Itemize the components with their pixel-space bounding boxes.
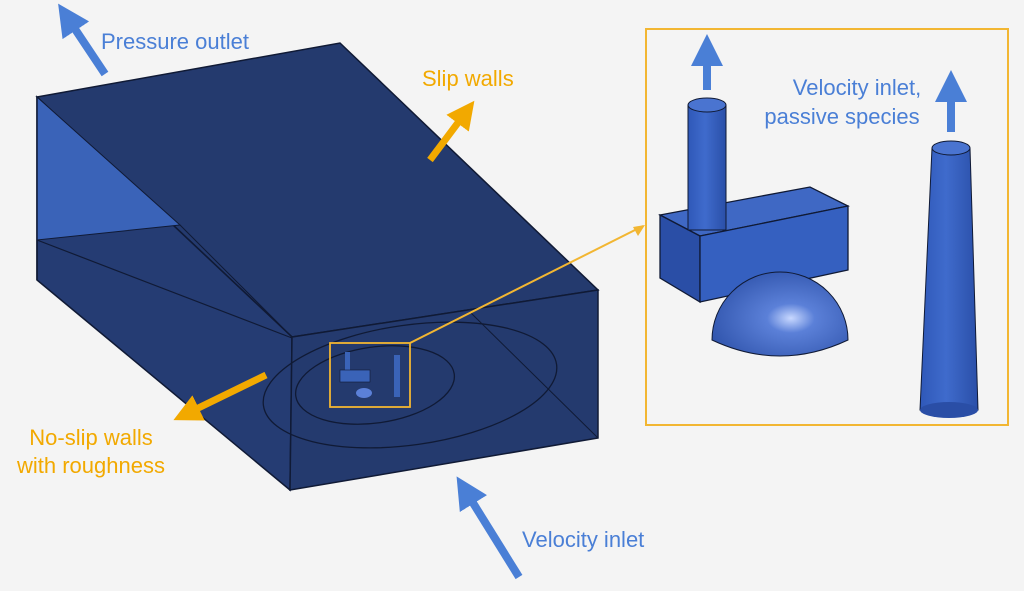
zoom-leader-line (409, 225, 644, 344)
computational-domain-box (35, 42, 600, 492)
label-no-slip-1: No-slip walls (29, 425, 153, 450)
small-geometry (339, 352, 400, 398)
inset-tall-stack (919, 140, 979, 418)
zoom-region-marker (329, 342, 411, 408)
velocity-inlet-arrow (456, 476, 523, 580)
pressure-outlet-arrow (58, 3, 109, 77)
no-slip-arrow (173, 371, 268, 421)
slip-walls-arrow (427, 100, 475, 163)
ground-ellipse-inner (294, 345, 456, 425)
label-no-slip-2: with roughness (17, 453, 165, 478)
label-pressure-outlet: Pressure outlet (101, 29, 249, 54)
label-slip-walls: Slip walls (422, 66, 514, 91)
label-velocity-inlet: Velocity inlet (522, 527, 645, 552)
inset-short-stack (687, 97, 727, 231)
label-velocity-inlet-species-2: passive species (764, 104, 920, 129)
inset-dome (711, 271, 849, 357)
ground-ellipse-outer (262, 321, 558, 449)
label-velocity-inlet-species-1: Velocity inlet, (792, 75, 922, 100)
